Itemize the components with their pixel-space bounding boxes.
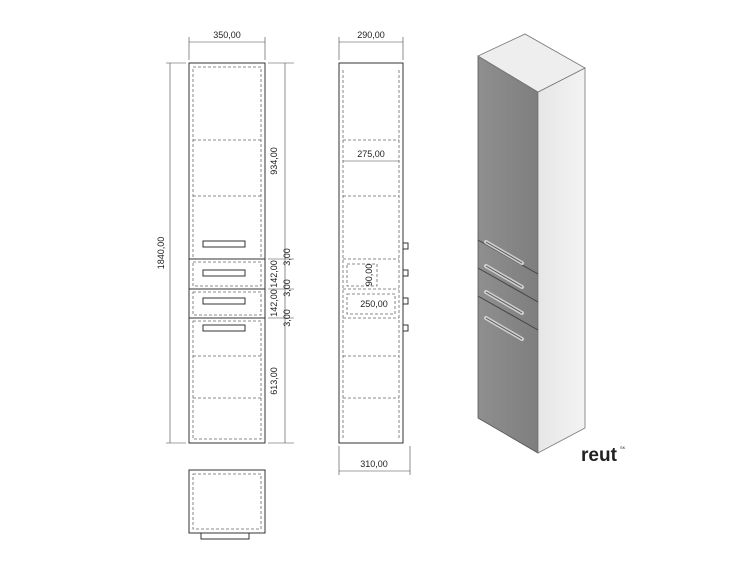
total-height-label: 1840,00 — [156, 237, 166, 270]
cabinet-top-face — [477, 33, 586, 93]
top-outline — [188, 469, 266, 534]
handle — [202, 240, 246, 248]
top-inner — [192, 473, 262, 530]
side-depth-bottom-label: 310,00 — [360, 459, 388, 469]
drawer-2-label: 142,00 — [269, 289, 279, 317]
front-outline — [188, 62, 266, 444]
side-handle — [402, 297, 409, 305]
handle — [202, 324, 246, 332]
gap-3-label: 3,00 — [282, 309, 292, 327]
top-view — [188, 469, 266, 540]
front-drawer-2-inner — [192, 291, 262, 316]
side-handle — [402, 269, 409, 277]
logo-superscript: SK — [620, 445, 626, 450]
handle — [202, 297, 246, 305]
side-view: 290,00 275,00 90,00 250,00 310,00 — [338, 30, 411, 475]
handle — [202, 269, 246, 277]
front-view: 350,00 1840,00 934,00 3,00 142,00 3,00 1… — [156, 30, 294, 444]
front-lower-door-inner — [192, 320, 262, 440]
drawer-depth-label: 250,00 — [360, 299, 388, 309]
front-width-label: 350,00 — [213, 30, 241, 40]
top-handle — [200, 532, 250, 540]
brand-logo: reut SK — [581, 445, 626, 466]
side-handle — [402, 324, 409, 332]
inner-depth-label: 275,00 — [357, 149, 385, 159]
drawer-inner-height-label: 90,00 — [364, 264, 374, 287]
side-drawer-2-box — [346, 293, 396, 315]
gap-1-label: 3,00 — [282, 248, 292, 266]
front-drawer-1-inner — [192, 261, 262, 287]
cabinet-side-face — [537, 67, 586, 454]
side-depth-top-label: 290,00 — [357, 30, 385, 40]
top-section-label: 934,00 — [269, 147, 279, 175]
front-upper-door-inner — [192, 66, 262, 260]
drawer-1-label: 142,00 — [269, 260, 279, 288]
cabinet-render — [477, 33, 586, 454]
logo-text: reut — [581, 445, 618, 466]
bottom-section-label: 613,00 — [269, 367, 279, 395]
side-outline — [338, 62, 404, 444]
side-handle — [402, 242, 409, 250]
side-drawer-1-box — [346, 263, 378, 287]
gap-2-label: 3,00 — [282, 279, 292, 297]
